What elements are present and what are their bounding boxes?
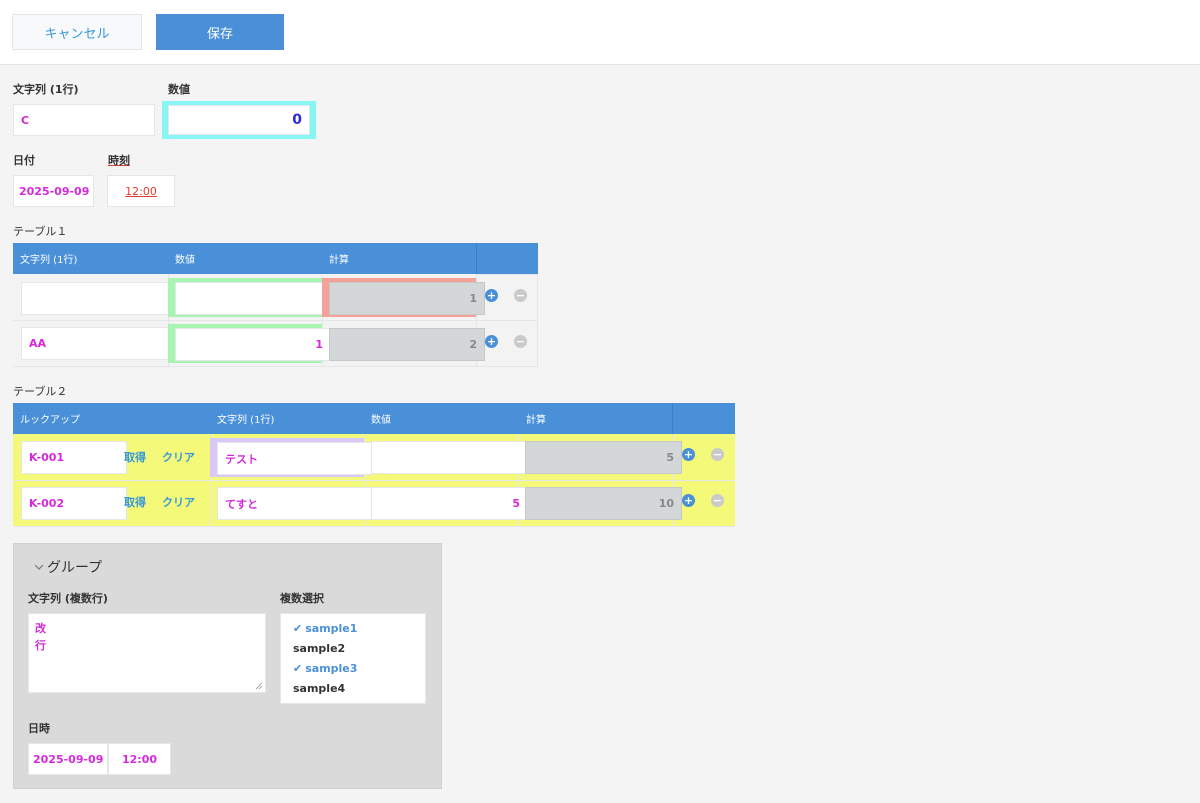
save-button[interactable]: 保存 bbox=[156, 14, 284, 50]
multiline-text-label: 文字列 (複数行) bbox=[28, 592, 108, 605]
table1-row1-calc-value: 1 bbox=[329, 282, 485, 315]
table1-row1-text-input[interactable] bbox=[21, 282, 176, 315]
minus-circle-icon[interactable]: − bbox=[711, 448, 724, 461]
table2-divider bbox=[13, 526, 735, 527]
table1-row2-number-input[interactable]: 1 bbox=[175, 328, 331, 361]
table2-row2-number-input[interactable]: 5 bbox=[371, 487, 528, 520]
table2-row2-lookup-input[interactable]: K-002 bbox=[21, 487, 127, 520]
table1-header: 文字列 (1行) 数値 計算 bbox=[13, 243, 538, 274]
multiselect-option[interactable]: sample2 bbox=[281, 638, 425, 658]
table1-divider bbox=[13, 366, 538, 367]
multiselect-option-label: sample4 bbox=[293, 681, 346, 695]
check-icon: ✔ bbox=[293, 661, 303, 675]
minus-circle-icon[interactable]: − bbox=[514, 335, 527, 348]
multiselect-option[interactable]: ✔ sample3 bbox=[281, 658, 425, 678]
single-line-text-input[interactable]: C bbox=[13, 104, 155, 136]
table2-title: テーブル２ bbox=[13, 385, 68, 398]
multiselect-option[interactable]: ✔ sample1 bbox=[281, 618, 425, 638]
date-label: 日付 bbox=[13, 154, 35, 167]
datetime-date-input[interactable]: 2025-09-09 bbox=[28, 743, 108, 775]
datetime-label: 日時 bbox=[28, 722, 50, 735]
minus-circle-icon[interactable]: − bbox=[514, 289, 527, 302]
number-input[interactable]: 0 bbox=[168, 105, 310, 135]
table1-header-text: 文字列 (1行) bbox=[20, 255, 78, 266]
lookup-get-link[interactable]: 取得 bbox=[124, 451, 146, 464]
table2-row2-text-input[interactable]: てすと bbox=[217, 487, 373, 520]
plus-circle-icon[interactable]: + bbox=[682, 494, 695, 507]
multiline-text-line: 改 bbox=[35, 622, 46, 635]
time-input[interactable]: 12:00 bbox=[107, 175, 175, 207]
group-toggle[interactable]: グループ bbox=[33, 557, 102, 577]
table2-row2-calc-value: 10 bbox=[525, 487, 682, 520]
table1-row2-text-input[interactable]: AA bbox=[21, 327, 176, 360]
multiselect-label: 複数選択 bbox=[280, 592, 324, 605]
table2-divider bbox=[13, 480, 735, 481]
table2-header-divider bbox=[672, 403, 673, 434]
table2-header-calc: 計算 bbox=[526, 415, 546, 426]
table1: 文字列 (1行) 数値 計算 1 + − AA 1 2 + − bbox=[13, 243, 538, 367]
plus-circle-icon[interactable]: + bbox=[485, 289, 498, 302]
multiselect-option[interactable]: sample4 bbox=[281, 678, 425, 698]
lookup-get-link[interactable]: 取得 bbox=[124, 496, 146, 509]
group-title: グループ bbox=[47, 560, 103, 576]
table2-header-number: 数値 bbox=[371, 415, 391, 426]
multiline-text-line: 行 bbox=[35, 639, 46, 652]
table1-header-divider bbox=[476, 243, 477, 274]
cancel-button[interactable]: キャンセル bbox=[12, 14, 142, 50]
plus-circle-icon[interactable]: + bbox=[485, 335, 498, 348]
multiselect-option-label: sample2 bbox=[293, 641, 346, 655]
datetime-time-input[interactable]: 12:00 bbox=[108, 743, 171, 775]
table2: ルックアップ 文字列 (1行) 数値 計算 K-001 取得 クリア テスト 5… bbox=[13, 403, 735, 527]
date-input[interactable]: 2025-09-09 bbox=[13, 175, 94, 207]
table2-header-lookup: ルックアップ bbox=[20, 415, 80, 426]
table2-row1-number-input[interactable] bbox=[371, 441, 528, 474]
multiselect-list: ✔ sample1 sample2 ✔ sample3 sample4 bbox=[280, 613, 426, 704]
single-line-text-label: 文字列 (1行) bbox=[13, 83, 79, 96]
group-section: グループ 文字列 (複数行) 改 行 複数選択 ✔ sample1 sample… bbox=[13, 543, 442, 789]
minus-circle-icon[interactable]: − bbox=[711, 494, 724, 507]
chevron-down-icon bbox=[34, 564, 44, 570]
table2-row1-text-input[interactable]: テスト bbox=[217, 442, 373, 475]
lookup-clear-link[interactable]: クリア bbox=[162, 496, 195, 509]
multiselect-option-label: sample3 bbox=[305, 661, 358, 675]
table2-row1-lookup-input[interactable]: K-001 bbox=[21, 441, 127, 474]
resize-grip-icon[interactable] bbox=[255, 682, 263, 690]
time-label: 時刻 bbox=[108, 154, 130, 167]
table1-row1-number-input[interactable] bbox=[175, 282, 331, 315]
table1-row2-calc-value: 2 bbox=[329, 328, 485, 361]
lookup-clear-link[interactable]: クリア bbox=[162, 451, 195, 464]
table2-header: ルックアップ 文字列 (1行) 数値 計算 bbox=[13, 403, 735, 434]
table2-header-text: 文字列 (1行) bbox=[217, 415, 275, 426]
plus-circle-icon[interactable]: + bbox=[682, 448, 695, 461]
table1-divider bbox=[13, 320, 538, 321]
number-label: 数値 bbox=[168, 83, 190, 96]
table2-row1-calc-value: 5 bbox=[525, 441, 682, 474]
table1-header-number: 数値 bbox=[175, 255, 195, 266]
check-icon: ✔ bbox=[293, 621, 303, 635]
multiline-text-input[interactable]: 改 行 bbox=[28, 613, 266, 693]
multiselect-option-label: sample1 bbox=[305, 621, 358, 635]
table1-title: テーブル１ bbox=[13, 225, 68, 238]
table1-header-calc: 計算 bbox=[329, 255, 349, 266]
